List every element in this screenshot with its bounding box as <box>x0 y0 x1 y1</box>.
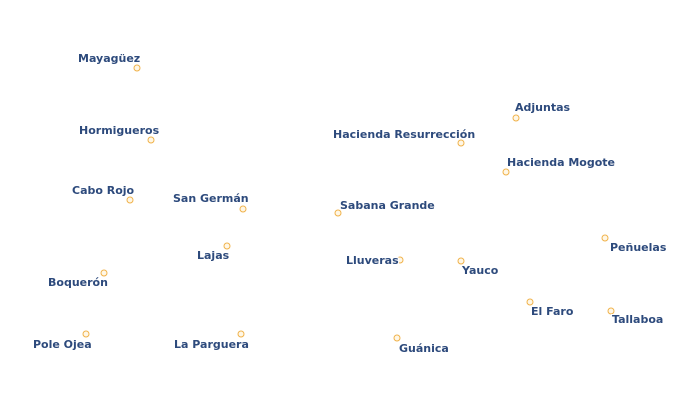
place-label: Peñuelas <box>610 241 667 254</box>
place-label: Lluveras <box>346 254 399 267</box>
place-label: San Germán <box>173 192 249 205</box>
place-label: Sabana Grande <box>340 199 435 212</box>
place-label: Pole Ojea <box>33 338 92 351</box>
place-label: Cabo Rojo <box>72 184 135 197</box>
place-marker-icon[interactable] <box>82 330 90 338</box>
place-label: Boquerón <box>48 276 108 289</box>
place-marker-icon[interactable] <box>147 136 155 144</box>
place-marker-icon[interactable] <box>133 64 141 72</box>
place-marker-icon[interactable] <box>393 334 401 342</box>
place-marker-icon[interactable] <box>396 256 404 264</box>
place-marker-icon[interactable] <box>502 168 510 176</box>
place-marker-icon[interactable] <box>512 114 520 122</box>
place-label: Adjuntas <box>515 101 571 114</box>
place-marker-icon[interactable] <box>239 205 247 213</box>
place-label: Tallaboa <box>612 313 664 326</box>
place-label: Hacienda Mogote <box>507 156 615 169</box>
place-label: Mayagüez <box>78 52 141 65</box>
place-label: La Parguera <box>174 338 249 351</box>
place-marker-icon[interactable] <box>457 257 465 265</box>
place-marker-icon[interactable] <box>223 242 231 250</box>
place-marker-icon[interactable] <box>457 139 465 147</box>
place-label: Guánica <box>399 342 449 355</box>
place-marker-icon[interactable] <box>237 330 245 338</box>
place-marker-icon[interactable] <box>526 298 534 306</box>
place-label: Yauco <box>462 264 499 277</box>
place-label: Lajas <box>197 249 230 262</box>
place-marker-icon[interactable] <box>601 234 609 242</box>
place-marker-icon[interactable] <box>334 209 342 217</box>
place-marker-icon[interactable] <box>607 307 615 315</box>
place-marker-icon[interactable] <box>100 269 108 277</box>
place-label: Hormigueros <box>79 124 160 137</box>
place-label: El Faro <box>531 305 574 318</box>
place-label: Hacienda Resurrección <box>333 128 476 141</box>
place-marker-icon[interactable] <box>126 196 134 204</box>
